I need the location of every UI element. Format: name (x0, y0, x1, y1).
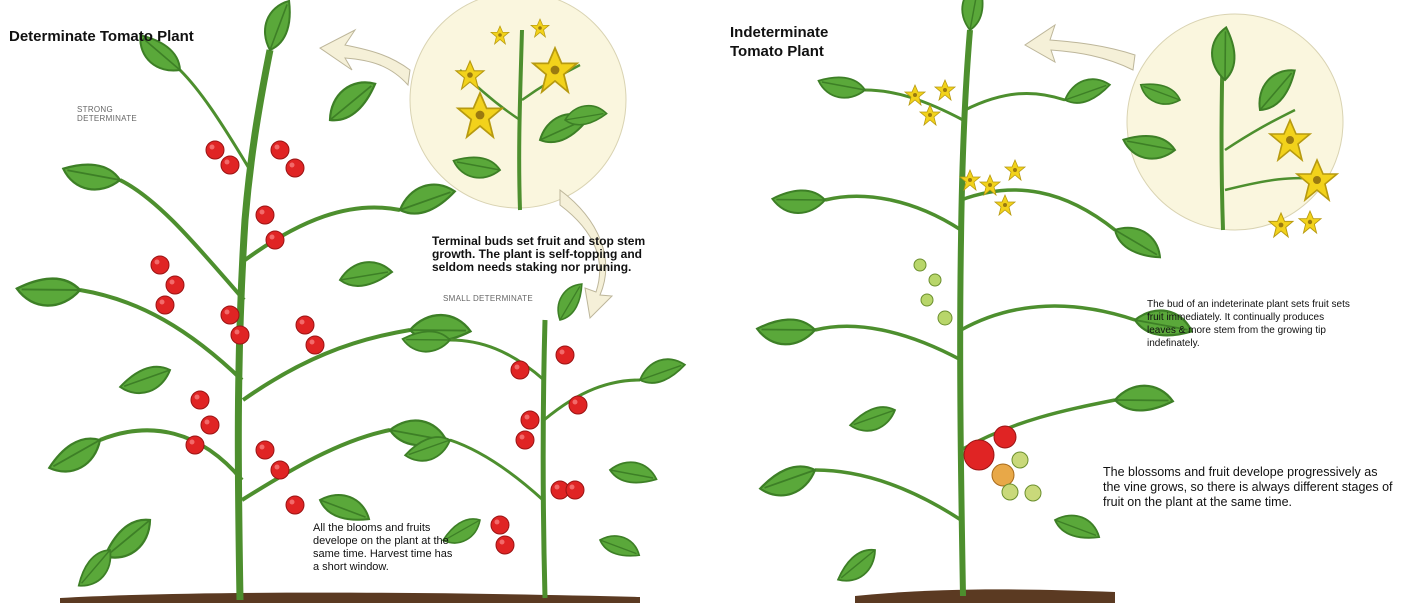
terminal-bud-inset (410, 0, 626, 210)
growing-tip-inset (1120, 14, 1343, 237)
strong-determinate-label: STRONG DETERMINATE (77, 105, 167, 123)
soil-strip (60, 593, 640, 603)
small-determinate-label: SMALL DETERMINATE (443, 294, 583, 303)
determinate-title: Determinate Tomato Plant (9, 27, 194, 46)
indeterminate-panel: Indeterminate Tomato Plant The bud of an… (715, 0, 1415, 603)
soil-strip (855, 589, 1115, 603)
bud-caption: The bud of an indeterinate plant sets fr… (1147, 298, 1352, 350)
strong-determinate-plant (15, 0, 473, 600)
arrow-to-inset (320, 30, 410, 85)
bloom-caption: All the blooms and fruits develope on th… (313, 522, 461, 574)
indeterminate-title: Indeterminate Tomato Plant (730, 23, 828, 61)
determinate-panel: Determinate Tomato Plant STRONG DETERMIN… (0, 0, 700, 603)
arrow-to-inset (1025, 25, 1135, 70)
terminal-bud-caption: Terminal buds set fruit and stop stem gr… (432, 235, 680, 274)
determinate-illustration (0, 0, 700, 603)
progressive-caption: The blossoms and fruit develope progress… (1103, 465, 1398, 510)
